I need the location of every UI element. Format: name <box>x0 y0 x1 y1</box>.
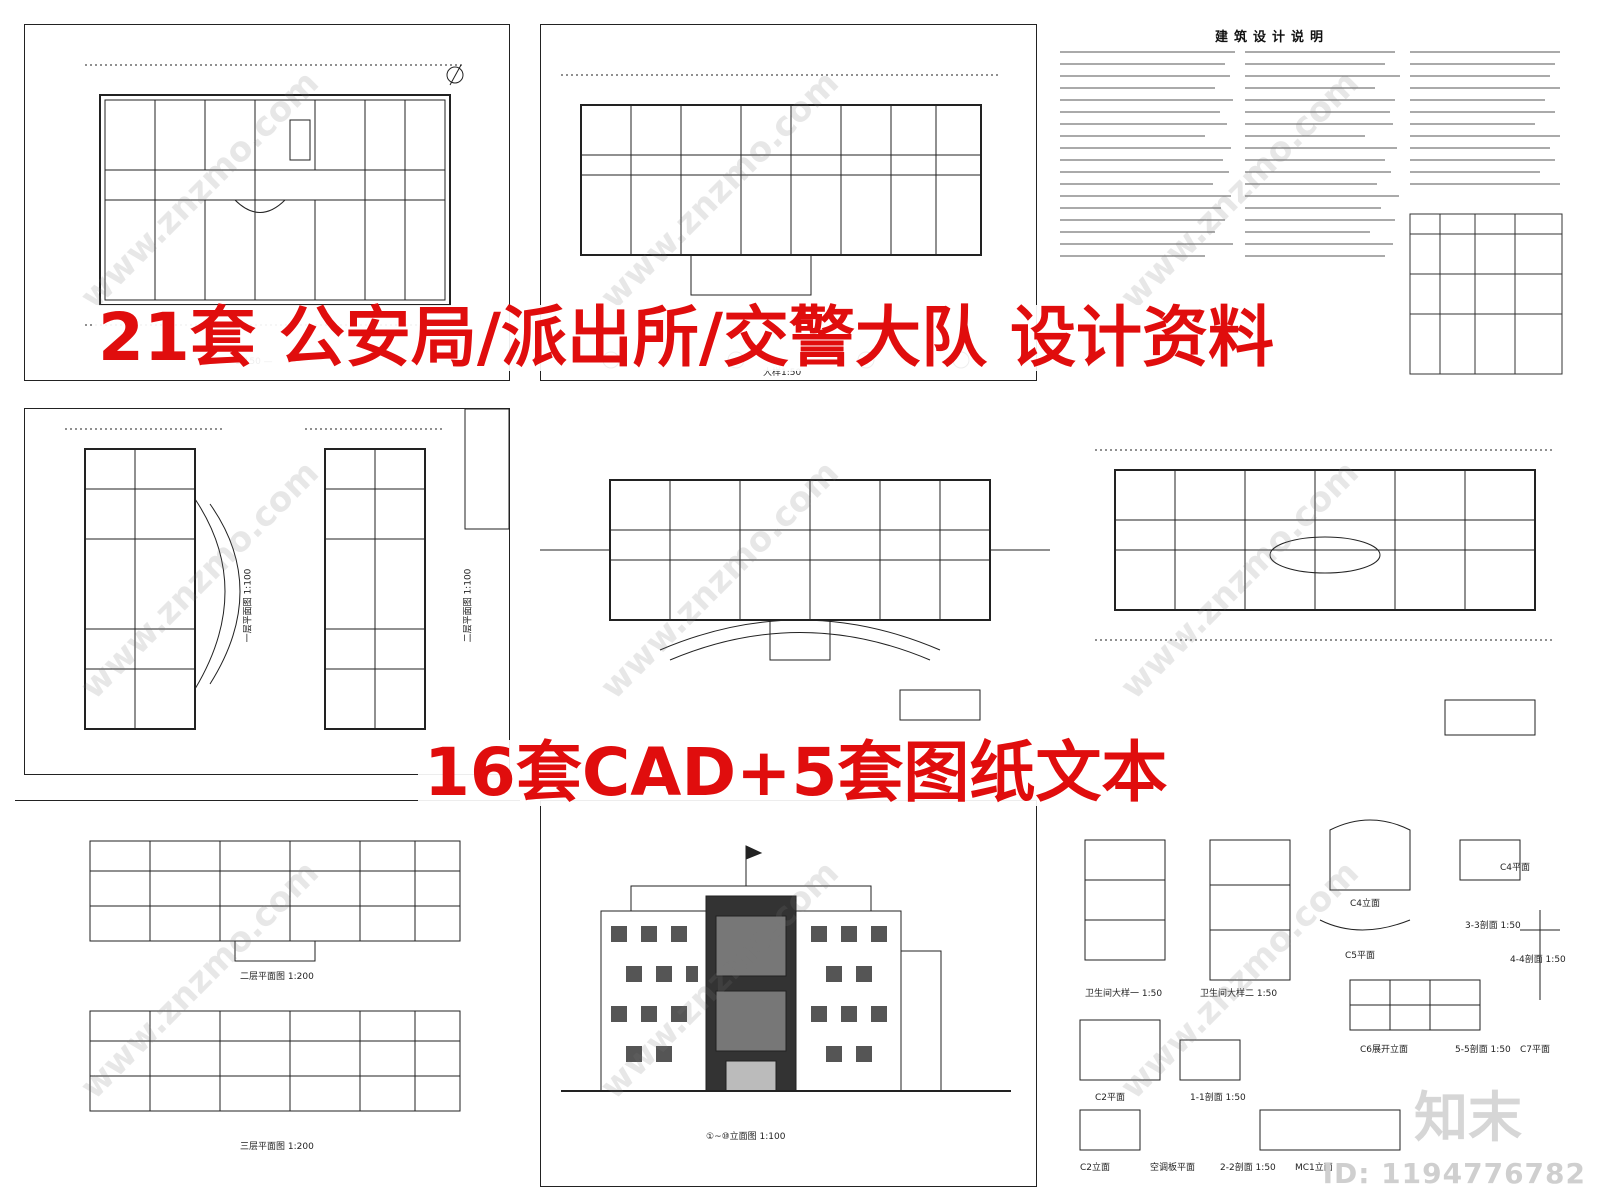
sec-55-label: 5-5剖面 1:50 <box>1455 1045 1511 1055</box>
sec-11-label: 1-1剖面 1:50 <box>1190 1093 1246 1103</box>
drawing-panel-plan-right <box>1085 430 1575 760</box>
plans-bottom-drawing <box>89 840 461 1112</box>
plan-2f-label: 二层平面图 1:100 <box>463 568 474 643</box>
tall-plans-drawing <box>65 409 509 730</box>
drawing-panel-arc-plan <box>540 450 1060 730</box>
plan-1f-label: 一层平面图 1:100 <box>243 568 254 643</box>
sec-44-label: 4-4剖面 1:50 <box>1510 955 1566 965</box>
spec-sheet-title: 建筑设计说明 <box>1215 30 1330 45</box>
plan-2f-caption: 二层平面图 1:200 <box>240 972 314 982</box>
plan-3f-caption: 三层平面图 1:200 <box>240 1142 314 1152</box>
c5-plan-label: C5平面 <box>1345 951 1376 961</box>
c2-elev-label: C2立面 <box>1080 1163 1111 1173</box>
mc1-label: MC1立面 <box>1295 1163 1333 1173</box>
brand-logo: 知末 <box>1414 1086 1522 1149</box>
c4-plan-label: C4平面 <box>1500 863 1531 873</box>
headline-mid: 16套CAD+5套图纸文本 <box>418 740 1174 806</box>
c7-plan-label: C7平面 <box>1520 1045 1551 1055</box>
spec-text-lines <box>1060 51 1563 375</box>
detail-2-label: 卫生间大样二 1:50 <box>1200 989 1278 999</box>
floorplan-2-drawing <box>561 74 1001 369</box>
sec-22-label: 2-2剖面 1:50 <box>1220 1163 1276 1173</box>
c4-elev-label: C4立面 <box>1350 899 1381 909</box>
c2-plan-label: C2平面 <box>1095 1093 1126 1103</box>
drawing-panel-plans-bottom: 二层平面图 1:200 三层平面图 1:200 <box>15 800 520 1191</box>
drawing-panel-elevation: ①~⑩立面图 1:100 <box>540 800 1037 1187</box>
c6-elev-label: C6展开立面 <box>1360 1045 1409 1055</box>
details-drawing <box>1079 819 1560 1151</box>
plan-right-drawing <box>1095 449 1555 736</box>
sec-33-label: 3-3剖面 1:50 <box>1465 921 1521 931</box>
elevation-drawing <box>561 845 1011 1092</box>
drawing-panel-tall-plans: 一层平面图 1:100 二层平面图 1:100 <box>24 408 510 775</box>
headline-top: 21套 公安局/派出所/交警大队 设计资料 <box>92 305 1281 371</box>
detail-1-label: 卫生间大样一 1:50 <box>1085 989 1163 999</box>
drawing-panel-details: 卫生间大样一 1:50 卫生间大样二 1:50 C4立面 C4平面 C5平面 3… <box>1060 810 1580 1190</box>
arc-plan-drawing <box>540 479 1050 721</box>
big-sample-label: 大样1:50 <box>763 368 802 378</box>
elevation-caption: ①~⑩立面图 1:100 <box>706 1132 786 1142</box>
ac-plan-label: 空调板平面 <box>1150 1163 1196 1173</box>
image-id: ID: 1194776782 <box>1322 1157 1586 1190</box>
